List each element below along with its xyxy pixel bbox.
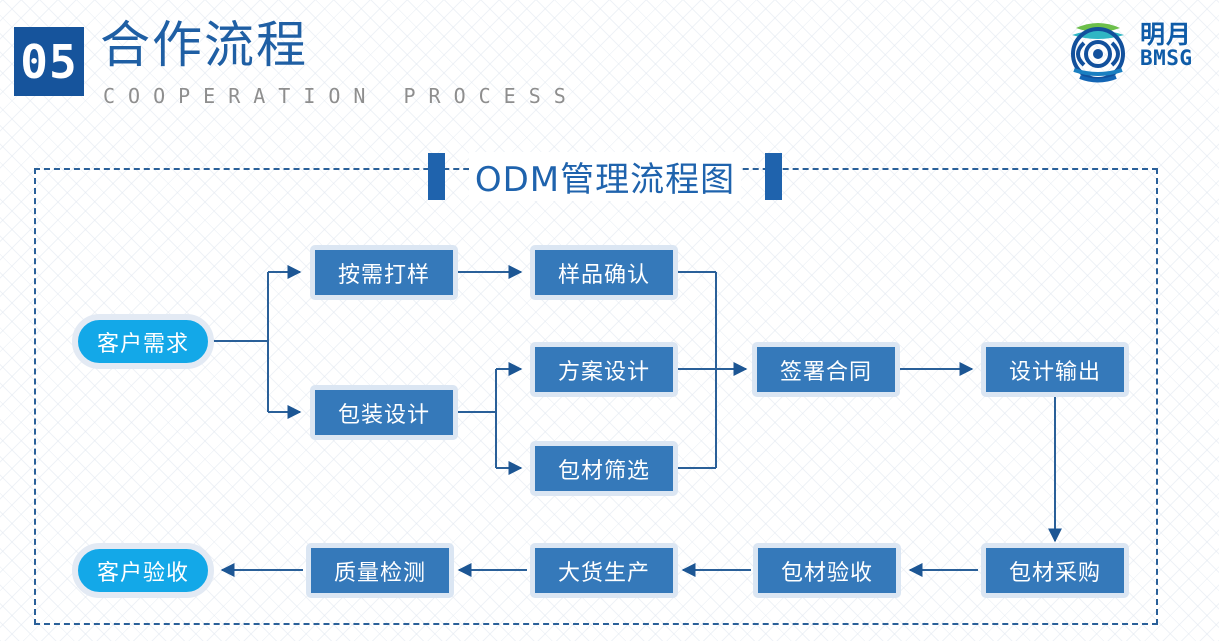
flowchart-title: ODM管理流程图 bbox=[395, 150, 815, 202]
node-customer-demand[interactable]: 客户需求 bbox=[72, 314, 214, 369]
brand-name-en: BMSG bbox=[1140, 46, 1193, 70]
node-bulk-production[interactable]: 大货生产 bbox=[530, 543, 678, 598]
node-label: 设计输出 bbox=[1008, 359, 1101, 385]
node-label: 样品确认 bbox=[557, 262, 650, 288]
node-label: 包材验收 bbox=[780, 560, 873, 586]
page-title: 合作流程 bbox=[100, 17, 308, 73]
brand-name-cn: 明月 bbox=[1140, 20, 1193, 49]
page-subtitle: COOPERATION PROCESS bbox=[103, 84, 579, 108]
node-sample-confirm[interactable]: 样品确认 bbox=[530, 245, 678, 300]
node-material-screen[interactable]: 包材筛选 bbox=[530, 441, 678, 496]
brand-name: 明月 BMSG bbox=[1140, 22, 1210, 69]
section-number-badge: 05 bbox=[14, 27, 84, 96]
node-label: 大货生产 bbox=[557, 560, 650, 586]
brand-logo: 明月 BMSG bbox=[1062, 16, 1210, 86]
node-design-output[interactable]: 设计输出 bbox=[981, 342, 1129, 397]
node-plan-design[interactable]: 方案设计 bbox=[530, 342, 678, 397]
node-label: 签署合同 bbox=[779, 359, 872, 385]
node-label: 方案设计 bbox=[557, 359, 650, 385]
node-label: 客户验收 bbox=[96, 560, 189, 586]
node-package-design[interactable]: 包装设计 bbox=[310, 385, 458, 440]
node-material-accept[interactable]: 包材验收 bbox=[753, 543, 901, 598]
node-label: 质量检测 bbox=[333, 560, 426, 586]
node-label: 包装设计 bbox=[337, 402, 430, 428]
node-label: 包材采购 bbox=[1008, 560, 1101, 586]
node-label: 客户需求 bbox=[96, 331, 189, 357]
node-material-purchase[interactable]: 包材采购 bbox=[981, 543, 1129, 598]
title-bar-right-icon bbox=[765, 152, 783, 200]
bmsg-globe-icon bbox=[1062, 16, 1134, 86]
node-label: 按需打样 bbox=[337, 262, 430, 288]
node-quality-test[interactable]: 质量检测 bbox=[306, 543, 454, 598]
title-bar-left-icon bbox=[427, 152, 445, 200]
node-sign-contract[interactable]: 签署合同 bbox=[752, 342, 900, 397]
node-customer-accept[interactable]: 客户验收 bbox=[72, 543, 214, 598]
node-on-demand-sampling[interactable]: 按需打样 bbox=[310, 245, 458, 300]
node-label: 包材筛选 bbox=[557, 458, 650, 484]
flowchart-title-text: ODM管理流程图 bbox=[468, 151, 742, 201]
